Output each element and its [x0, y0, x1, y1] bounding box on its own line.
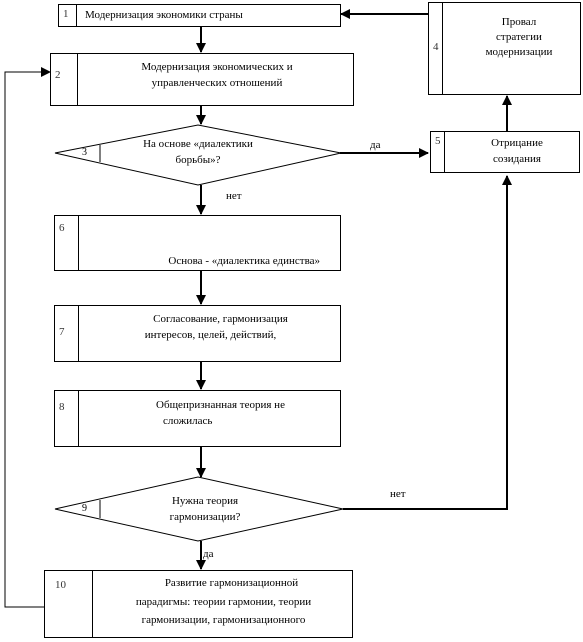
node-4-number: 4	[429, 3, 443, 94]
arrow-10-to-2	[4, 67, 51, 608]
node-4-line-1: Провал	[501, 16, 537, 28]
node-2: 2 Модернизация экономических и управленч…	[50, 53, 354, 106]
node-8: 8 Общепризнанная теория не сложилась	[54, 390, 341, 447]
node-2-line-1: Модернизация экономических и	[141, 61, 293, 73]
node-10-number: 10	[45, 571, 93, 637]
node-5-line-2: созидания	[493, 153, 541, 165]
node-7-line-1: Согласование, гармонизация	[153, 313, 288, 325]
decision-3-number: 3	[82, 147, 87, 158]
node-7-line-2: интересов, целей, действий,	[144, 329, 277, 341]
node-6-number: 6	[55, 216, 79, 270]
decision-3-line-1: На основе «диалектики	[143, 138, 253, 150]
decision-9-line-2: гармонизации?	[169, 511, 241, 523]
decision-3-shape	[54, 124, 342, 186]
node-7-number: 7	[55, 306, 79, 361]
node-6-text: Основа - «диалектика единства»	[168, 255, 320, 267]
node-5-line-1: Отрицание	[491, 137, 543, 149]
node-4: 4 Провал стратегии модернизации	[428, 2, 581, 95]
node-4-line-3: модернизации	[485, 46, 553, 58]
node-10-line-3: гармонизации, гармонизационного	[141, 614, 306, 626]
node-5-number: 5	[431, 132, 445, 172]
edge-label-no-3: нет	[226, 190, 242, 202]
edge-label-no-9: нет	[390, 488, 406, 500]
node-10: 10 Развитие гармонизационной парадигмы: …	[44, 570, 353, 638]
node-2-number: 2	[51, 54, 78, 105]
node-10-line-2: парадигмы: теории гармонии, теории	[135, 596, 312, 608]
node-4-line-2: стратегии	[496, 31, 542, 43]
node-5: 5 Отрицание созидания	[430, 131, 580, 173]
decision-9-shape	[54, 476, 344, 542]
node-1-text: Модернизация экономики страны	[85, 9, 243, 21]
node-7: 7 Согласование, гармонизация интересов, …	[54, 305, 341, 362]
node-2-line-2: управленческих отношений	[151, 77, 283, 89]
node-8-line-2: сложилась	[163, 415, 213, 427]
node-1: 1 Модернизация экономики страны	[58, 4, 341, 27]
node-6: 6 Основа - «диалектика единства»	[54, 215, 341, 271]
node-10-line-1: Развитие гармонизационной	[164, 577, 299, 589]
decision-9-line-1: Нужна теория	[171, 495, 239, 507]
node-8-number: 8	[55, 391, 79, 446]
decision-3-line-2: борьбы»?	[175, 154, 221, 166]
node-8-line-1: Общепризнанная теория не	[156, 399, 285, 411]
arrow-9-to-5	[343, 175, 512, 510]
decision-9-number: 9	[82, 503, 87, 514]
node-1-number: 1	[59, 5, 77, 26]
edge-label-yes-9: да	[203, 548, 214, 560]
edge-label-yes-3: да	[370, 139, 381, 151]
